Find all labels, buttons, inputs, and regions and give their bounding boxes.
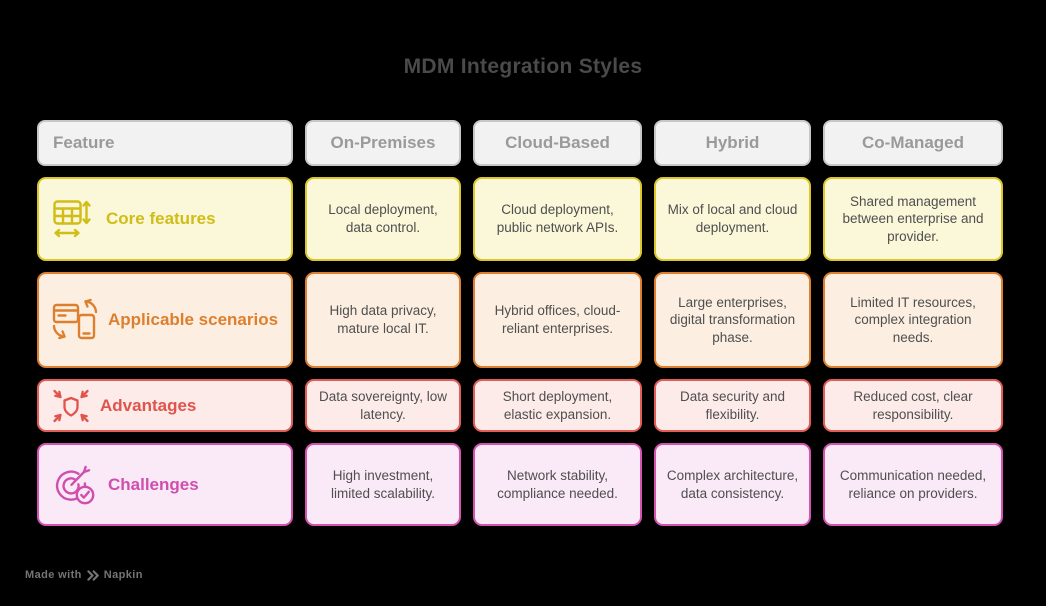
header-label: Co-Managed <box>862 133 964 152</box>
header-label: Cloud-Based <box>505 133 610 152</box>
table-cell: Data sovereignty, low latency. <box>305 379 461 432</box>
table-cell: Mix of local and cloud deployment. <box>654 177 811 261</box>
table-cell: High data privacy, mature local IT. <box>305 272 461 368</box>
header-feature: Feature <box>37 120 293 166</box>
header-label: Hybrid <box>705 133 760 152</box>
header-feature-label: Feature <box>53 133 115 152</box>
table-cell: Cloud deployment, public network APIs. <box>473 177 642 261</box>
header-cloud-based: Cloud-Based <box>473 120 642 166</box>
table-cell: Complex architecture, data consistency. <box>654 443 811 526</box>
watermark-brand: Napkin <box>103 569 143 581</box>
header-label: On-Premises <box>330 133 436 152</box>
table-cell: Local deployment, data control. <box>305 177 461 261</box>
device-sync-icon <box>52 298 98 342</box>
diagram-title: MDM Integration Styles <box>403 55 643 78</box>
row-label-advantages: Advantages <box>37 379 293 432</box>
table-cell: Limited IT resources, complex integratio… <box>823 272 1003 368</box>
row-label: Advantages <box>100 395 197 415</box>
table-cell: Large enterprises, digital transformatio… <box>654 272 811 368</box>
header-co-managed: Co-Managed <box>823 120 1003 166</box>
row-label: Applicable scenarios <box>108 310 279 329</box>
row-label-challenges: Challenges <box>37 443 293 526</box>
table-cell: Network stability, compliance needed. <box>473 443 642 526</box>
target-dart-check-icon <box>52 463 98 507</box>
row-label-applicable-scenarios: Applicable scenarios <box>37 272 293 368</box>
table-cell: Data security and flexibility. <box>654 379 811 432</box>
table-cell: Shared management between enterprise and… <box>823 177 1003 261</box>
row-label: Challenges <box>108 474 199 494</box>
header-on-premises: On-Premises <box>305 120 461 166</box>
table-resize-icon <box>52 198 96 240</box>
comparison-table: Feature On-Premises Cloud-Based Hybrid C… <box>37 120 1003 526</box>
napkin-watermark: Made with Napkin <box>25 569 143 581</box>
row-label: Core features <box>106 209 216 228</box>
napkin-logo-icon <box>87 569 99 581</box>
row-label-core-features: Core features <box>37 177 293 261</box>
shield-converge-icon <box>52 389 90 423</box>
table-cell: Hybrid offices, cloud-reliant enterprise… <box>473 272 642 368</box>
watermark-prefix: Made with <box>25 569 82 581</box>
table-cell: Reduced cost, clear responsibility. <box>823 379 1003 432</box>
table-cell: Communication needed, reliance on provid… <box>823 443 1003 526</box>
table-cell: Short deployment, elastic expansion. <box>473 379 642 432</box>
header-hybrid: Hybrid <box>654 120 811 166</box>
table-cell: High investment, limited scalability. <box>305 443 461 526</box>
